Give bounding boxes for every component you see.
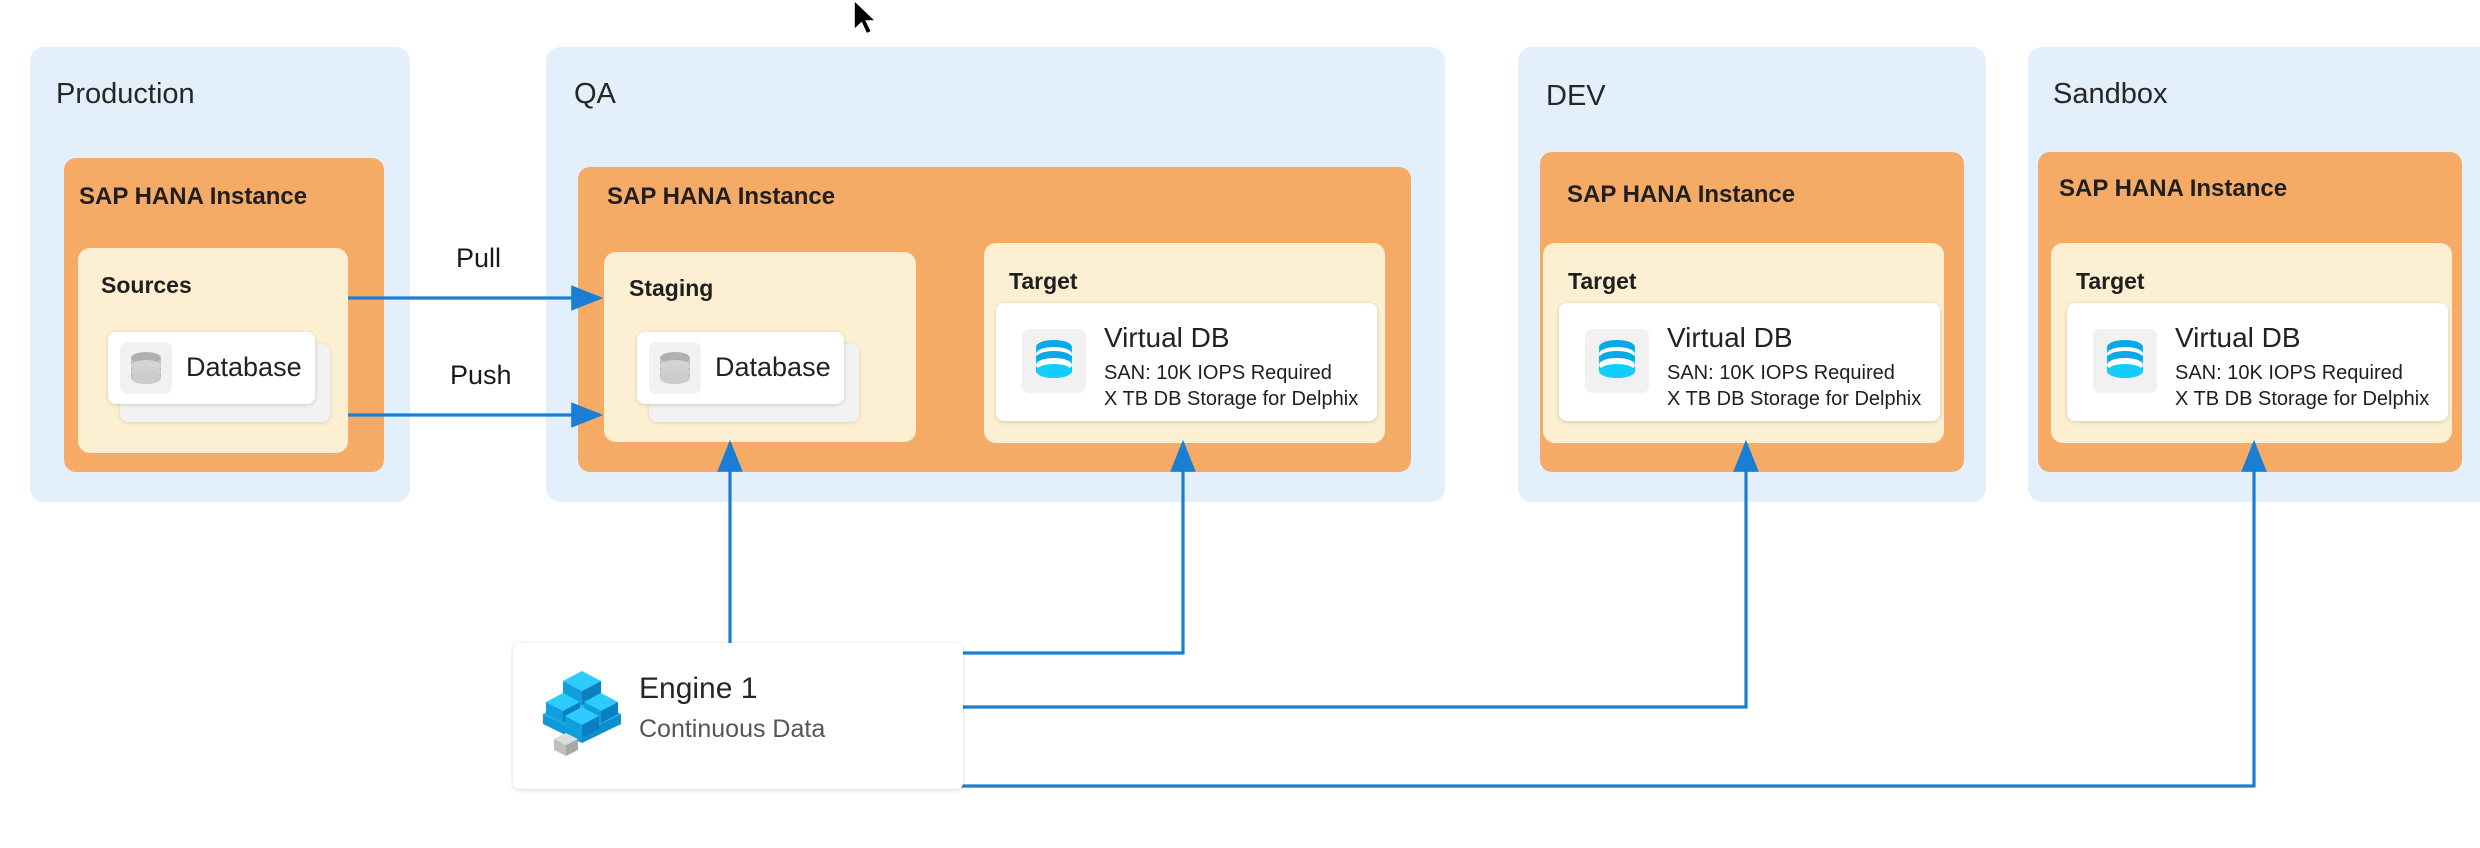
environment-title-sandbox: Sandbox: [2053, 78, 2168, 110]
database-icon: [660, 352, 690, 384]
virtual-db-card-sandbox[interactable]: Virtual DB SAN: 10K IOPS Required X TB D…: [2067, 303, 2448, 421]
engine-card-title: Engine 1: [639, 672, 758, 705]
hana-instance-title-production: SAP HANA Instance: [79, 183, 308, 210]
virtual-db-card-line1: SAN: 10K IOPS Required: [1667, 362, 1895, 384]
group-title-qa-target: Target: [1009, 268, 1078, 294]
group-title-sources: Sources: [101, 272, 192, 298]
environment-title-dev: DEV: [1546, 80, 1606, 112]
database-card-title: Database: [715, 352, 831, 382]
hana-instance-title-sandbox: SAP HANA Instance: [2059, 175, 2288, 202]
environment-title-qa: QA: [574, 78, 616, 110]
engine-card-subtitle: Continuous Data: [639, 715, 826, 743]
virtual-db-card-line2: X TB DB Storage for Delphix: [1667, 388, 1922, 410]
virtual-db-icon-plate: [1022, 329, 1086, 393]
group-title-staging: Staging: [629, 275, 714, 301]
virtual-db-icon-plate: [1585, 329, 1649, 393]
virtual-db-card-title: Virtual DB: [2175, 322, 2301, 353]
environment-title-production: Production: [56, 78, 195, 110]
virtual-db-card-title: Virtual DB: [1104, 322, 1230, 353]
hana-instance-title-qa: SAP HANA Instance: [607, 183, 836, 210]
virtual-db-card-line2: X TB DB Storage for Delphix: [1104, 388, 1359, 410]
edge-label-push: Push: [450, 360, 512, 390]
mouse-cursor: [853, 0, 878, 36]
database-card-title: Database: [186, 352, 302, 382]
virtual-db-card-line2: X TB DB Storage for Delphix: [2175, 388, 2430, 410]
virtual-db-icon: [1036, 340, 1072, 378]
virtual-db-card-line1: SAN: 10K IOPS Required: [1104, 362, 1332, 384]
database-icon-plate: [120, 342, 172, 394]
virtual-db-card-line1: SAN: 10K IOPS Required: [2175, 362, 2403, 384]
virtual-db-card-title: Virtual DB: [1667, 322, 1793, 353]
virtual-db-icon-plate: [2093, 329, 2157, 393]
edge-label-pull: Pull: [456, 243, 502, 273]
group-title-dev-target: Target: [1568, 268, 1637, 294]
virtual-db-card-qa[interactable]: Virtual DB SAN: 10K IOPS Required X TB D…: [996, 303, 1377, 421]
engine-card[interactable]: Engine 1 Continuous Data: [513, 643, 963, 789]
virtual-db-icon: [1599, 340, 1635, 378]
engine-cubes-icon: [543, 671, 621, 756]
virtual-db-icon: [2107, 340, 2143, 378]
database-icon: [131, 352, 161, 384]
database-card-production[interactable]: Database: [108, 332, 315, 404]
group-title-sandbox-target: Target: [2076, 268, 2145, 294]
database-icon-plate: [649, 342, 701, 394]
database-card-qa[interactable]: Database: [637, 332, 844, 404]
virtual-db-card-dev[interactable]: Virtual DB SAN: 10K IOPS Required X TB D…: [1559, 303, 1940, 421]
hana-instance-title-dev: SAP HANA Instance: [1567, 181, 1796, 208]
